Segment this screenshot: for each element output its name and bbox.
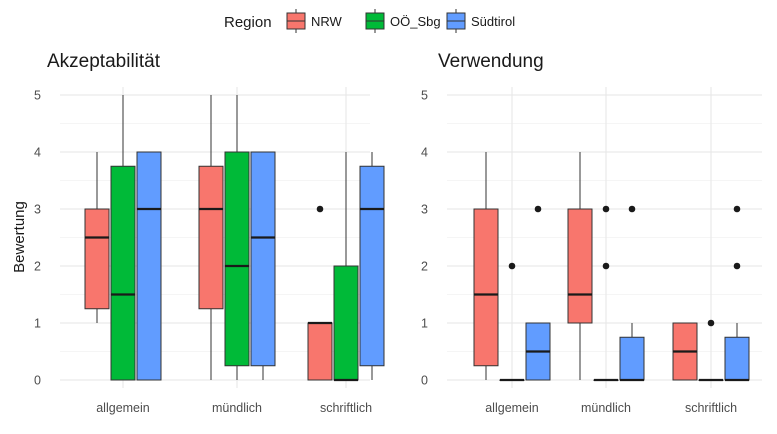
box-o-sbg-schriftlich bbox=[698, 319, 724, 382]
legend-label: NRW bbox=[311, 14, 343, 29]
box-s-dtirol-schriftlich bbox=[724, 205, 750, 382]
box-outlier bbox=[733, 205, 741, 213]
panel-title-verwendung: Verwendung bbox=[438, 51, 544, 72]
box-body bbox=[250, 151, 276, 367]
x-tick-label: mündlich bbox=[581, 401, 631, 415]
box-nrw-schriftlich bbox=[672, 322, 698, 381]
box-outlier bbox=[534, 205, 542, 213]
x-tick-label: schriftlich bbox=[320, 401, 372, 415]
x-tick-label: allgemein bbox=[485, 401, 539, 415]
legend-entry-nrw: NRW bbox=[286, 9, 343, 33]
legend-entry-s-dtirol: Südtirol bbox=[446, 9, 515, 33]
y-tick-label: 0 bbox=[421, 374, 428, 388]
box-body bbox=[110, 165, 136, 381]
box-outlier bbox=[316, 205, 324, 213]
y-tick-label: 1 bbox=[421, 317, 428, 331]
y-tick-label: 3 bbox=[421, 203, 428, 217]
y-tick-label: 5 bbox=[421, 89, 428, 103]
legend: Region NRW OÖ_Sbg Südtirol bbox=[224, 9, 515, 33]
x-tick-label: schriftlich bbox=[685, 401, 737, 415]
box-o-sbg-mündlich bbox=[593, 205, 619, 382]
box-body bbox=[136, 151, 162, 381]
box-outlier bbox=[707, 319, 715, 327]
legend-title: Region bbox=[224, 14, 272, 31]
y-tick-label: 2 bbox=[34, 260, 41, 274]
box-outlier bbox=[602, 205, 610, 213]
box-s-dtirol-mündlich bbox=[250, 151, 276, 380]
legend-label: Südtirol bbox=[471, 14, 515, 29]
legend-entry-o-sbg: OÖ_Sbg bbox=[365, 9, 441, 33]
y-axis-label: Bewertung bbox=[11, 201, 28, 273]
box-s-dtirol-allgemein bbox=[525, 205, 551, 381]
box-body bbox=[198, 165, 224, 310]
y-tick-label: 1 bbox=[34, 317, 41, 331]
box-body bbox=[333, 265, 359, 381]
box-o-sbg-schriftlich bbox=[333, 152, 359, 382]
y-tick-label: 0 bbox=[34, 374, 41, 388]
box-o-sbg-allgemein bbox=[499, 262, 525, 382]
box-outlier bbox=[602, 262, 610, 270]
box-outlier bbox=[628, 205, 636, 213]
box-body bbox=[619, 336, 645, 381]
box-outlier bbox=[508, 262, 516, 270]
box-nrw-schriftlich bbox=[307, 205, 333, 381]
box-body bbox=[473, 208, 499, 367]
y-tick-label: 3 bbox=[34, 203, 41, 217]
y-tick-label: 4 bbox=[34, 146, 41, 160]
box-body bbox=[224, 151, 250, 367]
box-body bbox=[307, 322, 333, 381]
y-tick-label: 4 bbox=[421, 146, 428, 160]
box-body bbox=[84, 208, 110, 310]
box-s-dtirol-mündlich bbox=[619, 205, 645, 382]
x-tick-label: mündlich bbox=[212, 401, 262, 415]
y-tick-label: 5 bbox=[34, 89, 41, 103]
panel-title-akzeptabilitaet: Akzeptabilität bbox=[47, 51, 161, 72]
legend-label: OÖ_Sbg bbox=[390, 14, 441, 29]
box-body bbox=[567, 208, 593, 324]
box-outlier bbox=[733, 262, 741, 270]
box-body bbox=[724, 336, 750, 381]
box-s-dtirol-schriftlich bbox=[359, 152, 385, 380]
box-nrw-mündlich bbox=[198, 95, 224, 380]
box-o-sbg-allgemein bbox=[110, 95, 136, 381]
box-nrw-allgemein bbox=[84, 152, 110, 323]
x-tick-label: allgemein bbox=[96, 401, 150, 415]
panel-akzeptabilitaet: 0 1 2 3 4 5 allgemein mündlich schriftlich bbox=[34, 87, 385, 415]
box-nrw-mündlich bbox=[567, 152, 593, 380]
box-nrw-allgemein bbox=[473, 152, 499, 380]
box-o-sbg-mündlich bbox=[224, 95, 250, 380]
y-tick-label: 2 bbox=[421, 260, 428, 274]
box-body bbox=[359, 165, 385, 367]
box-s-dtirol-allgemein bbox=[136, 151, 162, 381]
panel-verwendung: 0 1 2 3 4 5 allgemein mündlich schriftlich bbox=[421, 87, 762, 415]
